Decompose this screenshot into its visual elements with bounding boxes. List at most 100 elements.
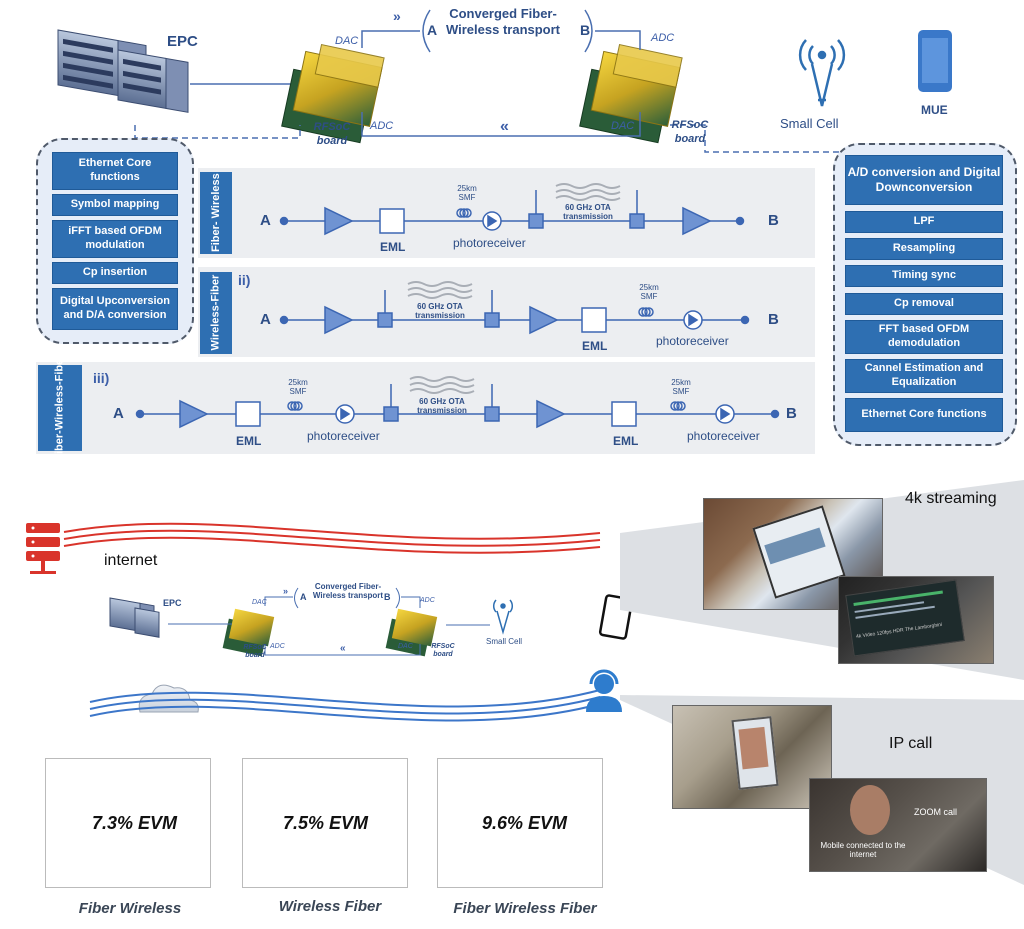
rfsoc-right-label: RFSoC board bbox=[671, 119, 709, 146]
rx-block-ad-conversion: A/D conversion and Digital Downconversio… bbox=[845, 155, 1003, 205]
tx-block-upconversion: Digital Upconversion and D/A conversion bbox=[52, 288, 178, 330]
small-forward-arrow: » bbox=[283, 586, 288, 596]
transport-links bbox=[134, 9, 840, 153]
small-cell-antenna-small-icon bbox=[492, 599, 514, 635]
rfsoc-board-right bbox=[579, 43, 683, 144]
core-fiber-lines bbox=[89, 689, 601, 722]
mue-label: MUE bbox=[921, 103, 948, 117]
band-iii-ota: 60 GHz OTA transmission bbox=[417, 397, 467, 416]
scenario-iii-tab: Fiber-Wireless-Fiber bbox=[38, 355, 82, 461]
evm-value-1: 7.3% EVM bbox=[92, 813, 178, 833]
evm-value-3: 9.6% EVM bbox=[482, 813, 568, 833]
band-ii-eml: EML bbox=[582, 339, 608, 353]
small-dac-left: DAC bbox=[252, 599, 267, 606]
adc-left-label: ADC bbox=[369, 120, 393, 132]
constellation-caption-1: Fiber Wireless bbox=[78, 900, 182, 917]
band-i-eml: EML bbox=[380, 240, 406, 254]
small-rfsoc-left-label: RFSoC board bbox=[243, 644, 267, 660]
forward-arrow: » bbox=[393, 8, 401, 24]
streaming-photo-screen: 4k Video 120fps HDR The Lamborghini bbox=[838, 576, 994, 664]
band-iii-photoreceiver-2: photoreceiver bbox=[687, 429, 760, 443]
constellation-plot-2 bbox=[242, 758, 408, 888]
tx-block-cp-insertion: Cp insertion bbox=[52, 262, 178, 284]
band-ii-smf: 25km SMF bbox=[639, 283, 659, 302]
band-iii-eml-1: EML bbox=[236, 434, 262, 448]
rx-block-resampling: Resampling bbox=[845, 238, 1003, 260]
band-i-smf: 25km SMF bbox=[457, 184, 477, 203]
constellation-plot-1 bbox=[45, 758, 211, 888]
scenario-ii-diagram bbox=[279, 290, 750, 335]
transport-title: Converged Fiber-Wireless transport bbox=[445, 6, 561, 37]
small-adc-left: ADC bbox=[270, 643, 285, 650]
scenario-iii-diagram bbox=[135, 384, 780, 429]
tx-block-symbol-mapping: Symbol mapping bbox=[52, 194, 178, 216]
small-epc-server bbox=[109, 597, 160, 638]
small-rfsoc-right bbox=[385, 608, 438, 657]
rx-block-fft: FFT based OFDM demodulation bbox=[845, 320, 1003, 354]
internet-fiber-lines bbox=[63, 522, 601, 554]
zoom-caption: ZOOM call bbox=[914, 807, 958, 817]
band-i-ota: 60 GHz OTA transmission bbox=[563, 203, 613, 222]
evm-value-2: 7.5% EVM bbox=[283, 813, 369, 833]
rfsoc-board-left bbox=[281, 43, 385, 144]
tx-block-ethernet-core: Ethernet Core functions bbox=[52, 152, 178, 190]
rfsoc-left-label: RFSoC board bbox=[313, 121, 351, 148]
constellation-caption-2: Wireless Fiber bbox=[278, 898, 382, 915]
small-cell-small-label: Small Cell bbox=[486, 637, 523, 646]
small-transport-links bbox=[168, 587, 490, 656]
scenario-ii-tab: Wireless-Fiber bbox=[200, 272, 232, 354]
ipcall-label: IP call bbox=[889, 735, 933, 752]
band-ii-a: A bbox=[260, 311, 271, 328]
band-ii-b: B bbox=[768, 311, 779, 328]
internet-server-icon bbox=[26, 523, 60, 574]
small-dac-right: DAC bbox=[398, 643, 413, 650]
rx-block-ethernet-core: Ethernet Core functions bbox=[845, 398, 1003, 432]
small-cell-antenna-icon bbox=[798, 39, 846, 107]
ota-wave-icons bbox=[407, 183, 621, 394]
small-node-b: B bbox=[384, 592, 391, 602]
mue-phone-icon bbox=[918, 30, 952, 92]
tx-block-ifft: iFFT based OFDM modulation bbox=[52, 220, 178, 258]
adc-right-label: ADC bbox=[650, 32, 674, 44]
scenario-i-tab: Fiber- Wireless bbox=[200, 172, 232, 254]
dac-right-label: DAC bbox=[611, 120, 634, 132]
band-i-photoreceiver: photoreceiver bbox=[453, 236, 526, 250]
rx-block-channel-estimation: Cannel Estimation and Equalization bbox=[845, 359, 1003, 393]
band-iii-smf-2: 25km SMF bbox=[671, 378, 691, 397]
band-iii-eml-2: EML bbox=[613, 434, 639, 448]
phone-caption: Mobile connected to the internet bbox=[820, 841, 906, 860]
scenario-ii-label: ii) bbox=[238, 272, 251, 288]
video-caption: 4k Video 120fps HDR The Lamborghini bbox=[855, 621, 943, 640]
small-node-a: A bbox=[300, 592, 307, 602]
small-transport-title: Converged Fiber-Wireless transport bbox=[312, 582, 384, 601]
band-iii-photoreceiver-1: photoreceiver bbox=[307, 429, 380, 443]
constellation-caption-3: Fiber Wireless Fiber bbox=[453, 900, 597, 917]
user-headset-icon bbox=[586, 669, 622, 712]
band-i-a: A bbox=[260, 212, 271, 229]
scenario-iii-label: iii) bbox=[93, 370, 110, 386]
small-epc-label: EPC bbox=[163, 598, 182, 608]
ipcall-photo-desk: ZOOM call Mobile connected to the intern… bbox=[809, 778, 987, 872]
small-rfsoc-right-label: RFSoC board bbox=[431, 643, 455, 659]
streaming-label: 4k streaming bbox=[905, 490, 997, 507]
constellation-plot-3 bbox=[437, 758, 603, 888]
backward-arrow: « bbox=[500, 118, 509, 135]
rx-block-cp-removal: Cp removal bbox=[845, 293, 1003, 315]
node-a-top: A bbox=[427, 22, 437, 38]
band-i-b: B bbox=[768, 212, 779, 229]
internet-label: internet bbox=[104, 552, 158, 569]
rx-block-lpf: LPF bbox=[845, 211, 1003, 233]
band-iii-smf-1: 25km SMF bbox=[288, 378, 308, 397]
band-iii-b: B bbox=[786, 405, 797, 422]
band-ii-photoreceiver: photoreceiver bbox=[656, 334, 729, 348]
small-adc-right: ADC bbox=[420, 597, 435, 604]
ipcall-photo-phone bbox=[672, 705, 832, 809]
scenario-i-diagram bbox=[279, 190, 745, 236]
small-backward-arrow: « bbox=[340, 643, 346, 654]
band-iii-a: A bbox=[113, 405, 124, 422]
small-cell-label: Small Cell bbox=[780, 116, 839, 131]
dac-left-label: DAC bbox=[335, 35, 358, 47]
rx-block-timing-sync: Timing sync bbox=[845, 265, 1003, 287]
epc-server bbox=[57, 29, 189, 113]
epc-label: EPC bbox=[167, 33, 198, 50]
